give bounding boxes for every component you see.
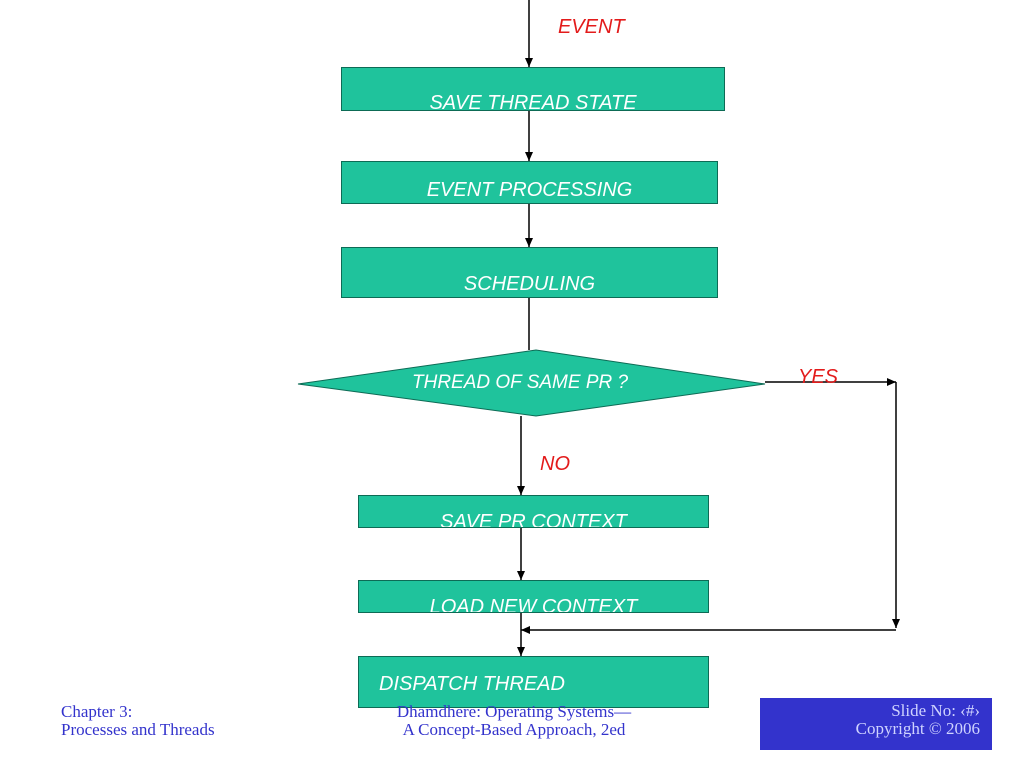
save-pr-context-label: SAVE PR CONTEXT (440, 511, 627, 528)
decision-label: THREAD OF SAME PR ? (412, 372, 629, 393)
footer-chapter-line2: Processes and Threads (61, 720, 215, 739)
footer-slide-info: Slide No: ‹#› Copyright © 2006 (760, 698, 992, 750)
dispatch-thread-label: DISPATCH THREAD (379, 673, 565, 695)
save-thread-state-label: SAVE THREAD STATE (429, 92, 637, 111)
footer-copyright: Copyright © 2006 (855, 719, 980, 738)
no-label: NO (540, 453, 570, 475)
save-thread-state-box: SAVE THREAD STATE (341, 67, 725, 111)
footer-book-title: Dhamdhere: Operating Systems— A Concept-… (364, 703, 664, 739)
decision-diamond (297, 349, 766, 417)
event-label: EVENT (558, 16, 625, 38)
scheduling-label: SCHEDULING (463, 273, 596, 295)
dispatch-thread-box: DISPATCH THREAD (358, 656, 709, 708)
event-processing-box: EVENT PROCESSING (341, 161, 718, 204)
footer-chapter-line1: Chapter 3: (61, 702, 133, 721)
footer-slide-number: Slide No: ‹#› (891, 701, 980, 720)
save-pr-context-box: SAVE PR CONTEXT (358, 495, 709, 528)
footer-book-line1: Dhamdhere: Operating Systems— (396, 702, 632, 721)
scheduling-box: SCHEDULING (341, 247, 718, 298)
yes-label: YES (798, 366, 839, 388)
footer-chapter: Chapter 3: Processes and Threads (61, 703, 215, 739)
load-new-context-label: LOAD NEW CONTEXT (429, 596, 638, 613)
footer-book-line2: A Concept-Based Approach, 2ed (402, 720, 626, 739)
event-processing-label: EVENT PROCESSING (426, 179, 633, 201)
load-new-context-box: LOAD NEW CONTEXT (358, 580, 709, 613)
